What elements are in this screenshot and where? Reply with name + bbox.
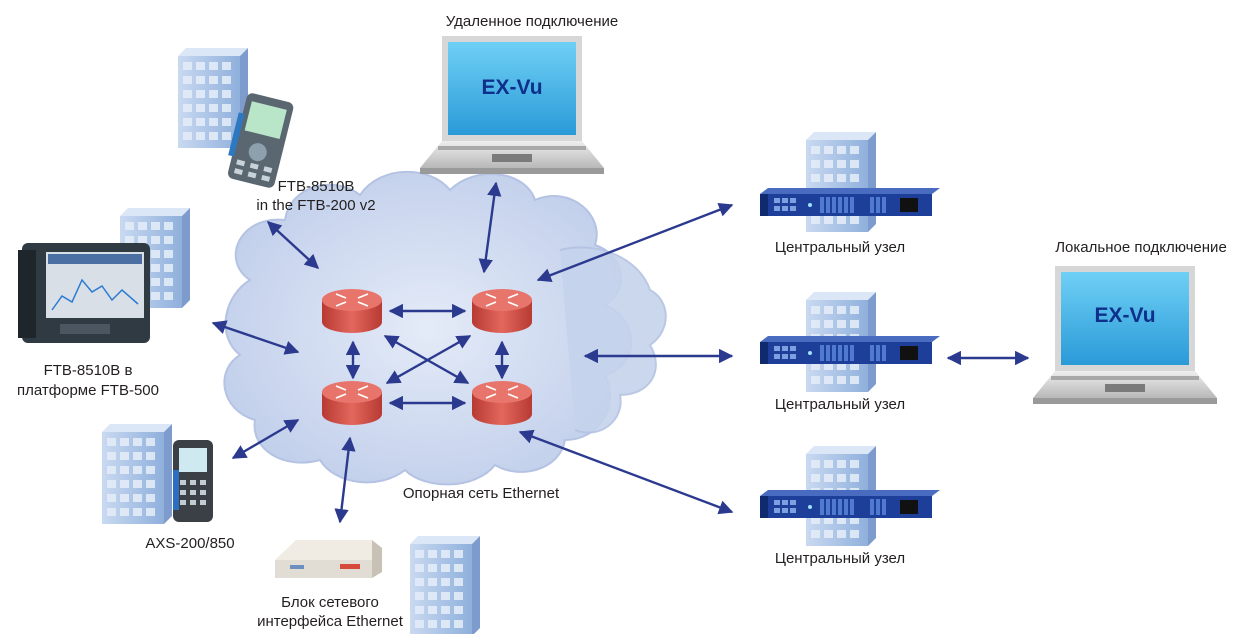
central-node-1 [760, 132, 940, 232]
local-laptop: EX-Vu [1033, 266, 1217, 404]
server-rack-icon [760, 188, 940, 216]
label-local-connection: Локальное подключение [1055, 239, 1227, 256]
remote-screen-text: EX-Vu [481, 76, 542, 99]
arrow-remote-router [478, 181, 502, 274]
nid-group [275, 536, 480, 634]
router-icon [321, 288, 383, 334]
arrow-ftb200-router [266, 221, 320, 269]
building-icon [806, 132, 876, 232]
label-axs: AXS-200/850 [145, 535, 234, 552]
router-icon [471, 288, 533, 334]
label-central-node-2: Центральный узел [775, 396, 905, 413]
nid-box-icon [275, 540, 382, 578]
arrow-nid-router [334, 436, 356, 524]
label-central-node-1: Центральный узел [775, 239, 905, 256]
arrow-ftb500-cloud [211, 320, 300, 355]
ftb-200-group [178, 48, 294, 188]
label-ftb200-line1: FTB-8510B [278, 178, 355, 195]
arrow-router-node1 [536, 202, 734, 283]
laptop-icon [420, 36, 604, 174]
connection-arrows [211, 181, 1030, 524]
arrow-router-node3 [518, 429, 734, 515]
building-icon [102, 424, 172, 524]
laptop-icon [1033, 266, 1217, 404]
local-screen-text: EX-Vu [1094, 304, 1155, 327]
router-icon [321, 380, 383, 426]
arrow-axs-cloud [231, 418, 300, 460]
label-backbone: Опорная сеть Ethernet [403, 485, 560, 502]
remote-laptop: EX-Vu [420, 36, 604, 174]
arrow-r2-r3 [385, 334, 472, 385]
backbone-cloud [223, 170, 667, 486]
label-nid-line1: Блок сетевого [281, 594, 379, 611]
central-node-3 [760, 446, 940, 546]
axs-group [102, 424, 213, 524]
label-ftb500-line2: платформе FTB-500 [17, 382, 159, 399]
router-icon [471, 380, 533, 426]
server-rack-icon [760, 490, 940, 518]
label-ftb200-line2: in the FTB-200 v2 [256, 197, 375, 214]
label-remote-connection: Удаленное подключение [446, 13, 618, 30]
handheld-tester-icon [227, 93, 294, 188]
tablet-tester-icon [18, 243, 150, 343]
server-rack-icon [760, 336, 940, 364]
central-node-2 [760, 292, 940, 392]
ftb-500-group [18, 208, 190, 343]
building-icon [410, 536, 480, 634]
label-nid-line2: интерфейса Ethernet [257, 613, 404, 630]
label-ftb500-line1: FTB-8510B в [44, 362, 133, 379]
label-central-node-3: Центральный узел [775, 550, 905, 567]
handheld-tester-icon [173, 440, 213, 522]
